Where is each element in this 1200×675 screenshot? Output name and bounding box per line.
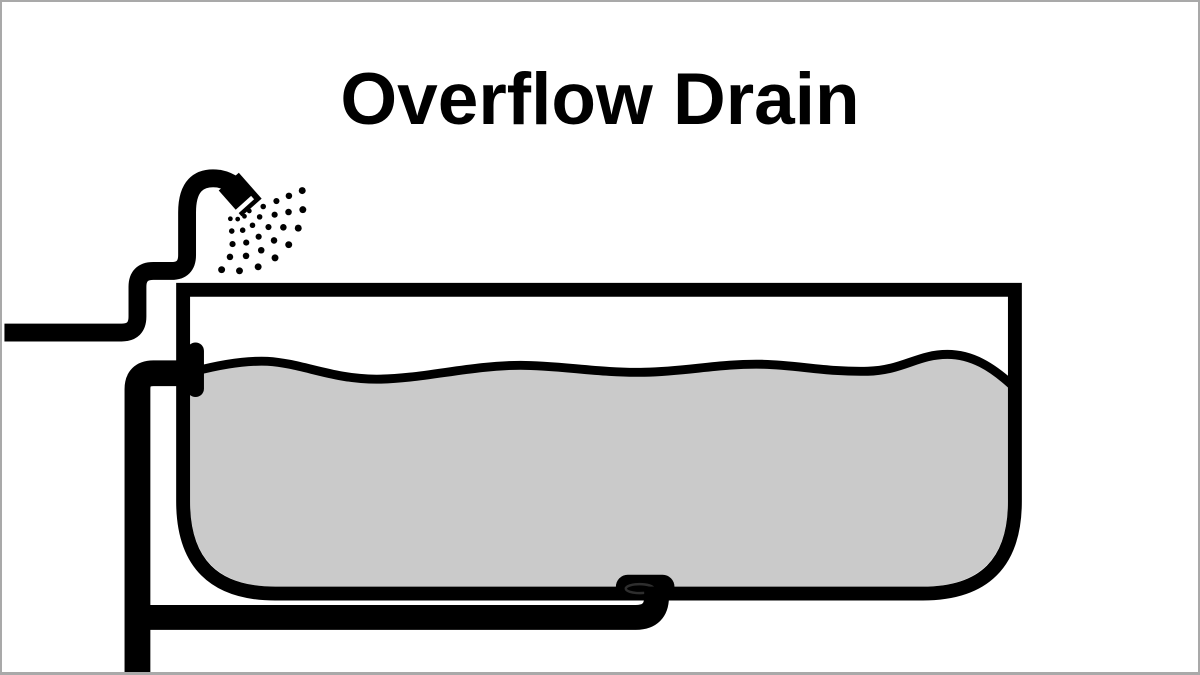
water-supply-pipe — [4, 169, 257, 342]
shower-head-slit — [231, 195, 255, 218]
overflow-drain-fitting — [187, 342, 204, 398]
shower-spray-icon — [218, 187, 307, 275]
water-fill — [190, 349, 1016, 587]
water-body — [190, 354, 1010, 587]
shower-head-icon — [218, 172, 262, 218]
water-surface-line — [190, 349, 1016, 389]
page-title: Overflow Drain — [340, 59, 860, 140]
overflow-drain-pipe — [124, 360, 199, 672]
bathtub — [176, 282, 1022, 601]
main-drain-pipe — [137, 586, 669, 630]
